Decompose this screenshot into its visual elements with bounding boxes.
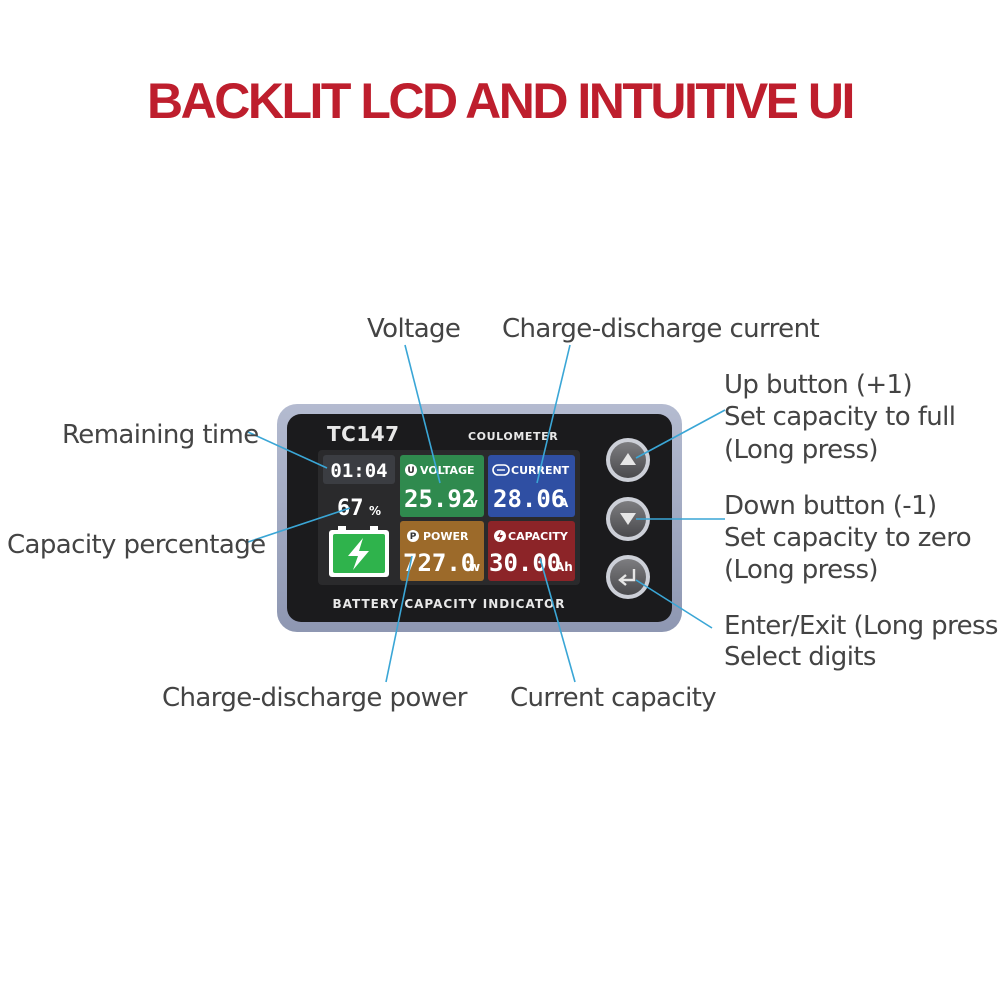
percent-value: 67 — [337, 496, 364, 521]
svg-text:U: U — [407, 466, 414, 476]
voltage-label: VOLTAGE — [420, 464, 475, 477]
time-box — [323, 455, 395, 484]
capacity-callout-line — [539, 557, 576, 683]
down-button[interactable] — [606, 497, 650, 541]
remaining-time-callout: Remaining time — [62, 420, 259, 450]
capacity-label: CAPACITY — [508, 530, 569, 543]
capacity-percentage-callout: Capacity percentage — [7, 530, 266, 560]
capacity-percentage-callout-line — [247, 507, 351, 543]
up-arrow-icon — [620, 453, 636, 465]
power-icon — [407, 530, 419, 542]
power-unit: w — [469, 560, 480, 574]
voltage-tile — [400, 455, 484, 517]
down-button-callout-line1: Down button (-1) — [724, 491, 937, 521]
current-callout: Charge-discharge current — [502, 314, 819, 344]
current-capacity-callout: Current capacity — [510, 683, 716, 713]
battery-icon — [329, 526, 389, 577]
capacity-value: 30.00 — [489, 549, 561, 577]
capacity-tile — [488, 521, 575, 581]
enter-arrow-icon — [622, 569, 636, 582]
svg-text:P: P — [410, 532, 417, 542]
enter-button-callout-line1: Enter/Exit (Long press) — [724, 611, 1000, 641]
model-name: TC147 — [327, 422, 400, 446]
device-subtitle: COULOMETER — [468, 430, 558, 443]
down-arrow-icon — [620, 513, 636, 525]
remaining-time-value: 01:04 — [330, 460, 387, 482]
enter-button-callout-line2: Select digits — [724, 642, 876, 672]
device-footer: BATTERY CAPACITY INDICATOR — [333, 597, 566, 611]
power-callout: Charge-discharge power — [162, 683, 468, 713]
capacity-unit: Ah — [555, 560, 573, 574]
enter-button[interactable] — [606, 555, 650, 599]
lightning-bolt-icon — [348, 538, 369, 570]
down-button-callout-line2: Set capacity to zero — [724, 523, 971, 553]
voltage-icon — [405, 464, 417, 476]
current-value: 28.06 — [493, 485, 565, 513]
remaining-time-callout-line — [247, 431, 328, 469]
voltage-unit: v — [470, 496, 478, 510]
voltage-callout: Voltage — [367, 314, 460, 344]
percent-unit: % — [369, 504, 381, 518]
power-label: POWER — [423, 530, 469, 543]
up-button-callout-line3: (Long press) — [724, 435, 878, 465]
voltage-callout-line — [404, 344, 441, 484]
power-callout-line — [385, 555, 413, 683]
page-title: BACKLIT LCD AND INTUITIVE UI — [147, 73, 855, 129]
up-button[interactable] — [606, 438, 650, 482]
down-button-callout-line3: (Long press) — [724, 555, 878, 585]
voltage-value: 25.92 — [404, 485, 476, 513]
current-callout-line — [536, 344, 571, 484]
power-tile — [400, 521, 484, 581]
up-button-callout-line — [635, 409, 726, 459]
current-icon — [492, 464, 510, 476]
up-button-callout-line2: Set capacity to full — [724, 402, 955, 432]
up-button-callout-line1: Up button (+1) — [724, 370, 912, 400]
current-unit: A — [559, 496, 569, 510]
enter-button-callout-line — [635, 579, 713, 629]
power-value: 727.0 — [403, 549, 475, 577]
